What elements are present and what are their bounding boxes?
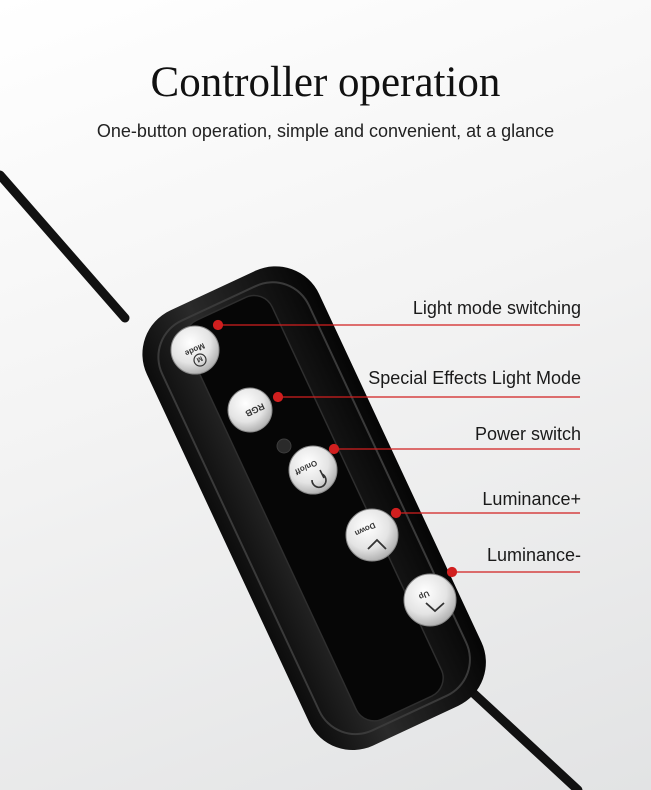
button-up[interactable]: Up xyxy=(403,573,457,627)
callout-luminance-plus: Luminance+ xyxy=(482,489,581,509)
page-title: Controller operation xyxy=(150,59,501,106)
callout-luminance-minus: Luminance- xyxy=(486,545,581,565)
chevron-up-icon xyxy=(425,602,445,613)
indicator-led xyxy=(276,438,292,454)
callout-lines xyxy=(212,319,580,578)
button-down[interactable]: Down xyxy=(345,508,399,562)
button-power[interactable]: On/off xyxy=(288,445,338,495)
callout-power-switch: Power switch xyxy=(474,424,581,444)
button-rgb[interactable]: RGB xyxy=(227,387,273,433)
button-mode[interactable]: Mode M xyxy=(170,325,220,375)
upper-cable xyxy=(0,170,130,323)
callout-light-mode: Light mode switching xyxy=(412,298,581,318)
lower-cable xyxy=(465,685,583,790)
svg-text:Up: Up xyxy=(417,589,431,602)
page-subtitle: One-button operation, simple and conveni… xyxy=(96,121,555,141)
chevron-down-icon xyxy=(367,538,387,550)
callout-special-effects: Special Effects Light Mode xyxy=(368,368,581,388)
svg-text:M: M xyxy=(195,354,203,363)
power-icon xyxy=(311,469,327,489)
